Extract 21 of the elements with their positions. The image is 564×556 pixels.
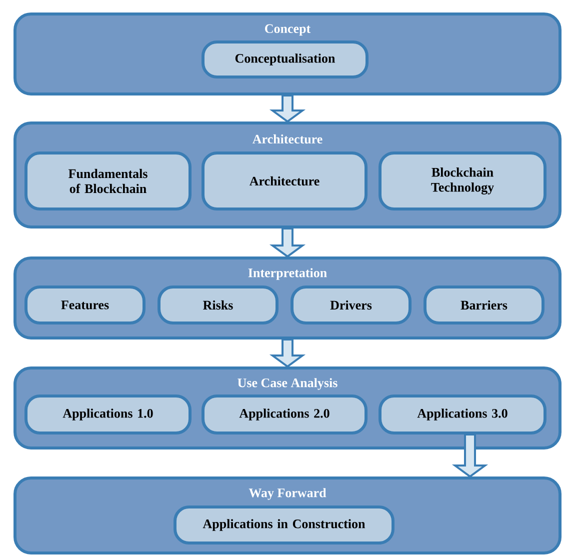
topic-box: Applications 1.0 — [24, 394, 192, 434]
topic-box: Applications 3.0 — [378, 394, 546, 434]
band-title: Concept — [265, 24, 311, 36]
topic-box: Barriers — [424, 286, 544, 324]
band-title: Interpretation — [248, 268, 327, 280]
block-arrow — [269, 338, 306, 368]
topic-box: Blockchain Technology — [378, 152, 546, 210]
topic-box: Architecture — [202, 152, 368, 210]
block-arrow — [269, 228, 306, 258]
topic-box: Risks — [158, 286, 278, 324]
topic-box: Fundamentals of Blockchain — [24, 152, 192, 210]
band-title: Way Forward — [248, 488, 326, 500]
block-arrow — [452, 434, 488, 478]
band-title: Architecture — [252, 134, 322, 144]
topic-box: Drivers — [290, 286, 412, 324]
topic-box: Features — [24, 286, 146, 324]
block-arrow — [269, 94, 306, 123]
band-title: Use Case Analysis — [238, 378, 338, 390]
topic-box: Applications 2.0 — [202, 394, 368, 434]
topic-box: Applications in Construction — [174, 506, 394, 544]
topic-box: Conceptualisation — [202, 40, 368, 78]
